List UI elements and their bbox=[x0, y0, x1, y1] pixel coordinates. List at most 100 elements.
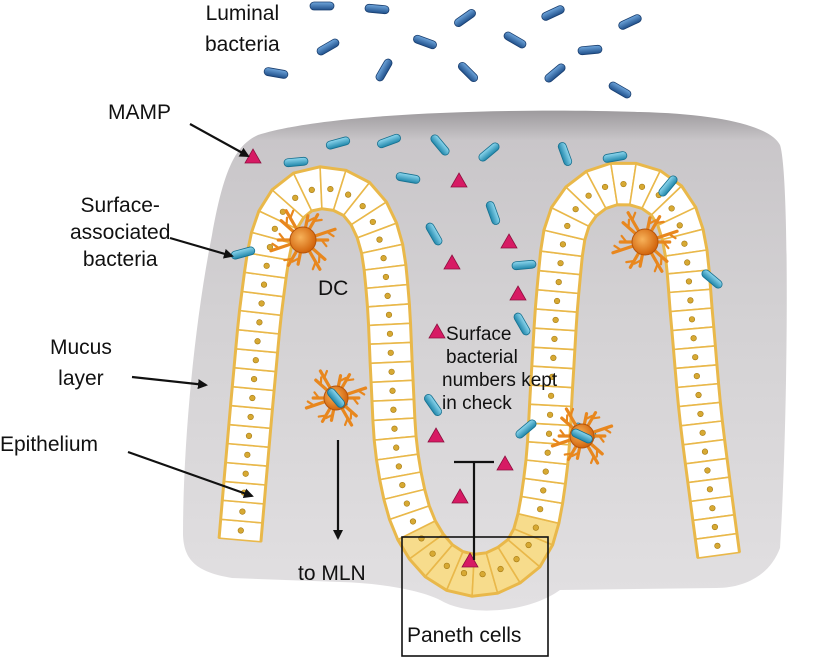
cell-nucleus bbox=[377, 237, 383, 243]
to-mln-label: to MLN bbox=[298, 560, 366, 587]
bacterium-icon bbox=[284, 157, 309, 167]
bacterium-icon bbox=[512, 260, 537, 270]
bacterium-icon bbox=[412, 34, 437, 50]
bacterium-body bbox=[578, 45, 603, 55]
cell-nucleus bbox=[533, 525, 539, 531]
luminal-bacteria-line-1: Luminal bbox=[205, 0, 280, 27]
bacterium-body bbox=[310, 2, 334, 10]
cell-nucleus bbox=[573, 206, 579, 212]
cell-nucleus bbox=[669, 206, 675, 212]
cell-nucleus bbox=[253, 357, 259, 363]
cell-nucleus bbox=[543, 469, 549, 475]
bacterium-body bbox=[503, 31, 528, 50]
bacterium-icon bbox=[375, 58, 394, 83]
bacterium-body bbox=[284, 157, 309, 167]
bacterium-icon bbox=[316, 38, 341, 57]
cell-nucleus bbox=[238, 528, 244, 534]
surface-associated-line-3: bacteria bbox=[70, 246, 170, 273]
cell-nucleus bbox=[514, 556, 520, 562]
cell-nucleus bbox=[702, 449, 708, 455]
cell-nucleus bbox=[692, 354, 698, 360]
cell-nucleus bbox=[705, 468, 711, 474]
surface-numbers-line-2: bacterial bbox=[416, 346, 557, 369]
mamp-label: MAMP bbox=[108, 99, 171, 126]
cell-nucleus bbox=[710, 505, 716, 511]
cell-nucleus bbox=[261, 282, 267, 288]
cell-nucleus bbox=[545, 450, 551, 456]
dendrite-branch bbox=[284, 259, 292, 260]
cell-nucleus bbox=[400, 482, 406, 488]
cell-nucleus bbox=[386, 312, 392, 318]
bacterium-icon bbox=[457, 61, 480, 84]
bacterium-body bbox=[540, 4, 565, 21]
cell-nucleus bbox=[715, 543, 721, 549]
dendrite-branch bbox=[346, 379, 353, 380]
bacterium-icon bbox=[578, 45, 603, 55]
cell-nucleus bbox=[387, 331, 393, 337]
bacterium-icon bbox=[310, 2, 334, 10]
bacterium-icon bbox=[263, 67, 288, 79]
bacterium-body bbox=[263, 67, 288, 79]
cell-nucleus bbox=[389, 369, 395, 375]
bacterium-body bbox=[617, 13, 642, 30]
cell-nucleus bbox=[345, 192, 351, 198]
cell-nucleus bbox=[390, 388, 396, 394]
dendritic-cell-body bbox=[632, 229, 658, 255]
cell-nucleus bbox=[272, 226, 278, 232]
dc-label: DC bbox=[318, 275, 348, 302]
dendrite-branch bbox=[565, 454, 572, 455]
cell-nucleus bbox=[430, 551, 436, 557]
cell-nucleus bbox=[461, 570, 467, 576]
cell-nucleus bbox=[410, 519, 416, 525]
cell-nucleus bbox=[381, 255, 387, 261]
cell-nucleus bbox=[621, 181, 627, 187]
surface-associated-line-1: Surface- bbox=[70, 192, 170, 219]
cell-nucleus bbox=[639, 184, 645, 190]
cell-nucleus bbox=[396, 464, 402, 470]
cell-nucleus bbox=[554, 298, 560, 304]
cell-nucleus bbox=[251, 376, 257, 382]
cell-nucleus bbox=[250, 395, 256, 401]
bacterium-body bbox=[365, 4, 390, 14]
cell-nucleus bbox=[498, 566, 504, 572]
cell-nucleus bbox=[393, 445, 399, 451]
cell-nucleus bbox=[404, 501, 410, 507]
surface-numbers-label: Surface bacterial numbers kept in check bbox=[416, 323, 557, 415]
cell-nucleus bbox=[688, 298, 694, 304]
luminal-bacteria-label: Luminal bacteria bbox=[205, 0, 280, 58]
cell-nucleus bbox=[677, 223, 683, 229]
bacterium-body bbox=[512, 260, 537, 270]
bacterium-icon bbox=[617, 13, 642, 30]
cell-nucleus bbox=[564, 223, 570, 229]
cell-nucleus bbox=[309, 187, 315, 193]
dendrite-branch bbox=[314, 220, 322, 221]
cell-nucleus bbox=[255, 338, 261, 344]
surface-associated-line-2: associated bbox=[70, 219, 170, 246]
bacterium-icon bbox=[453, 8, 477, 28]
luminal-bacteria-line-2: bacteria bbox=[205, 31, 280, 58]
cell-nucleus bbox=[388, 350, 394, 356]
bacterium-icon bbox=[608, 81, 633, 100]
bacterium-body bbox=[543, 62, 567, 84]
cell-nucleus bbox=[360, 203, 366, 209]
surface-numbers-line-3: numbers kept bbox=[416, 369, 557, 392]
epithelium-label: Epithelium bbox=[0, 431, 98, 458]
cell-nucleus bbox=[480, 571, 486, 577]
cell-nucleus bbox=[391, 407, 397, 413]
bacterium-body bbox=[375, 58, 394, 83]
cell-nucleus bbox=[560, 242, 566, 248]
dendrite-branch bbox=[626, 261, 634, 262]
cell-nucleus bbox=[556, 279, 562, 285]
cell-nucleus bbox=[698, 411, 704, 417]
mamp-pointer-arrow bbox=[190, 124, 248, 156]
dendrite-branch bbox=[319, 416, 326, 417]
cell-nucleus bbox=[682, 241, 688, 247]
cell-nucleus bbox=[444, 563, 450, 569]
cell-nucleus bbox=[243, 471, 249, 477]
cell-nucleus bbox=[370, 219, 376, 225]
bacterium-body bbox=[453, 8, 477, 28]
cell-nucleus bbox=[689, 317, 695, 323]
cell-nucleus bbox=[602, 184, 608, 190]
cell-nucleus bbox=[264, 263, 270, 269]
